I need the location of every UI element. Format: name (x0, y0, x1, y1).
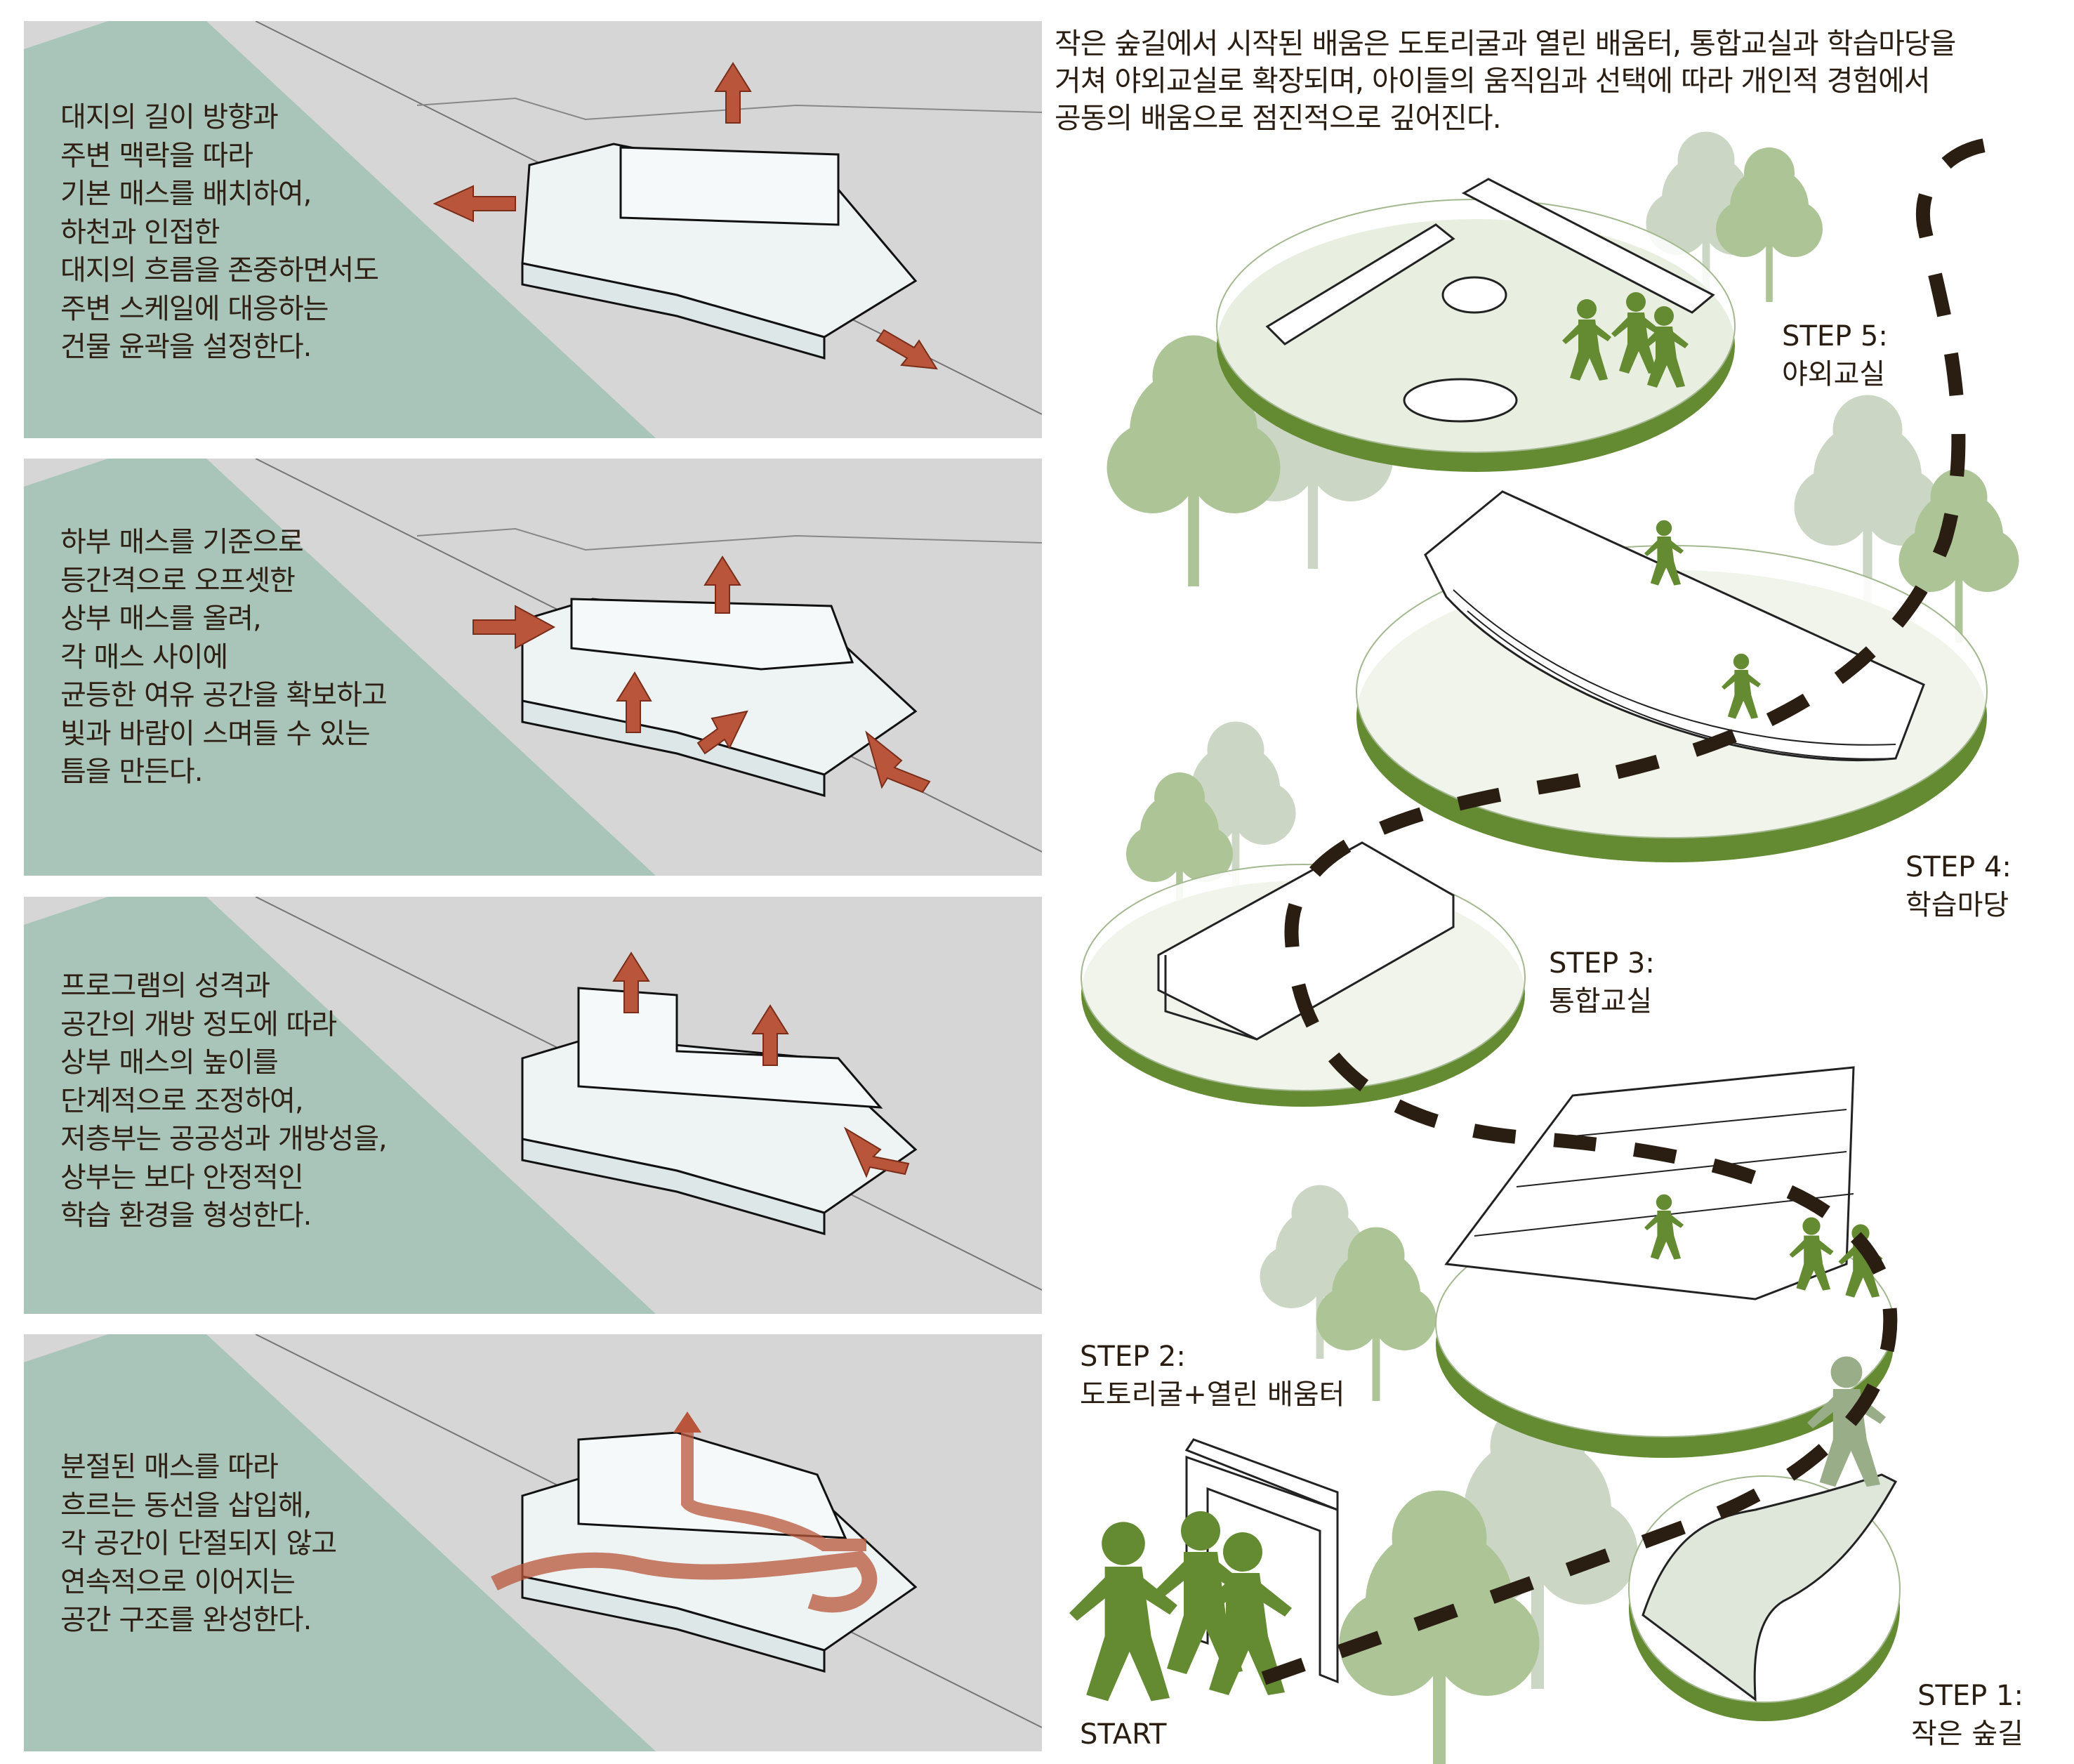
panel-4-circulation: 분절된 매스를 따라 흐르는 동선을 삽입해, 각 공간이 단절되지 않고 연속… (24, 1334, 1042, 1751)
river (24, 459, 656, 876)
step-name: 도토리굴+열린 배움터 (1080, 1378, 1345, 1411)
river (24, 21, 656, 438)
panel-2-offset-mass: 하부 매스를 기준으로 등간격으로 오프셋한 상부 매스를 올려, 각 매스 사… (24, 459, 1042, 876)
running-children-icons (1069, 1511, 1292, 1702)
text-line: 균등한 여유 공간을 확보하고 (60, 679, 388, 711)
platform-step3 (1081, 841, 1526, 1107)
arrow-icons (612, 952, 910, 1178)
step2-label: STEP 2: 도토리굴+열린 배움터 (1080, 1338, 1345, 1414)
step-title: STEP 1: (1917, 1680, 2023, 1712)
text-line: 연속적으로 이어지는 (60, 1565, 296, 1598)
panel-4-drawing (24, 1334, 1042, 1751)
intro-line: 작은 숲길에서 시작된 배움은 도토리굴과 열린 배움터, 통합교실과 학습마당… (1055, 27, 1956, 60)
river (24, 897, 656, 1314)
step1-label: STEP 1: 작은 숲길 (1911, 1677, 2023, 1753)
intro-line: 공동의 배움으로 점진적으로 깊어진다. (1055, 101, 1502, 135)
step-title: STEP 2: (1080, 1341, 1186, 1373)
panel-3-drawing (24, 897, 1042, 1314)
start-label: START (1080, 1718, 1167, 1751)
step5-label: STEP 5: 야외교실 (1782, 317, 1888, 393)
step4-label: STEP 4: 학습마당 (1905, 848, 2012, 924)
step-title: STEP 4: (1905, 851, 2012, 883)
text-line: 주변 맥락을 따라 (60, 139, 253, 172)
step-name: 작은 숲길 (1911, 1718, 2023, 1750)
panel-3-text: 프로그램의 성격과 공간의 개방 정도에 따라 상부 매스의 높이를 단계적으로… (60, 967, 388, 1235)
text-line: 흐르는 동선을 삽입해, (60, 1489, 312, 1522)
panel-3-height-adjust: 프로그램의 성격과 공간의 개방 정도에 따라 상부 매스의 높이를 단계적으로… (24, 897, 1042, 1314)
learning-path-diagram (1069, 131, 2019, 1764)
panel-2-text: 하부 매스를 기준으로 등간격으로 오프셋한 상부 매스를 올려, 각 매스 사… (60, 523, 388, 791)
text-line: 주변 스케일에 대응하는 (60, 292, 329, 325)
text-line: 저층부는 공공성과 개방성을, (60, 1123, 388, 1155)
step-title: STEP 5: (1782, 320, 1888, 353)
building-mass (521, 143, 918, 360)
text-line: 상부 매스를 올려, (60, 603, 262, 635)
text-line: 건물 윤곽을 설정한다. (60, 331, 312, 363)
text-line: 프로그램의 성격과 (60, 970, 270, 1002)
learning-path-dashed-line (1261, 136, 2009, 1685)
text-line: 각 매스 사이에 (60, 640, 228, 673)
panel-2-drawing (24, 459, 1042, 876)
arrow-icons (432, 62, 938, 370)
arrow-icon (673, 1411, 701, 1433)
intro-line: 거쳐 야외교실로 확장되며, 아이들의 움직임과 선택에 따라 개인적 경험에서 (1055, 64, 1931, 98)
intro-paragraph: 작은 숲길에서 시작된 배움은 도토리굴과 열린 배움터, 통합교실과 학습마당… (1055, 25, 1956, 137)
river (24, 1334, 656, 1751)
circulation-path (491, 1551, 878, 1613)
text-line: 학습 환경을 형성한다. (60, 1199, 312, 1232)
text-line: 분절된 매스를 따라 (60, 1451, 279, 1483)
text-line: 공간 구조를 완성한다. (60, 1604, 312, 1636)
panel-1-drawing (24, 21, 1042, 438)
text-line: 등간격으로 오프셋한 (60, 564, 296, 597)
text-line: 공간의 개방 정도에 따라 (60, 1008, 337, 1041)
building-mass (521, 987, 918, 1235)
step3-label: STEP 3: 통합교실 (1549, 944, 1655, 1020)
text-line: 상부 매스의 높이를 (60, 1046, 279, 1079)
building-mass (521, 598, 918, 797)
text-line: 빛과 바람이 스며들 수 있는 (60, 717, 371, 750)
text-line: 대지의 길이 방향과 (60, 101, 279, 133)
platform-step5 (1216, 178, 1736, 472)
text-line: 상부는 보다 안정적인 (60, 1161, 304, 1194)
step-name: 야외교실 (1782, 358, 1886, 390)
platform-step1 (1628, 1356, 1901, 1721)
text-line: 틈을 만든다. (60, 756, 203, 788)
text-line: 단계적으로 조정하여, (60, 1084, 304, 1117)
arrow-icons (473, 555, 931, 794)
step-title: STEP 3: (1549, 947, 1655, 980)
panel-4-text: 분절된 매스를 따라 흐르는 동선을 삽입해, 각 공간이 단절되지 않고 연속… (60, 1448, 337, 1640)
text-line: 하부 매스를 기준으로 (60, 526, 304, 558)
text-line: 각 공간이 단절되지 않고 (60, 1527, 337, 1560)
text-line: 하천과 인접한 (60, 216, 220, 249)
step-name: 통합교실 (1549, 985, 1653, 1018)
platform-step2 (1435, 1066, 1894, 1458)
panel-1-base-mass: 대지의 길이 방향과 주변 맥락을 따라 기본 매스를 배치하여, 하천과 인접… (24, 21, 1042, 438)
text-line: 기본 매스를 배치하여, (60, 178, 312, 210)
text-line: 대지의 흐름을 존중하면서도 (60, 254, 379, 287)
platform-step4 (1356, 490, 1988, 862)
panel-1-text: 대지의 길이 방향과 주변 맥락을 따라 기본 매스를 배치하여, 하천과 인접… (60, 98, 379, 367)
step-name: 학습마당 (1905, 889, 2009, 921)
